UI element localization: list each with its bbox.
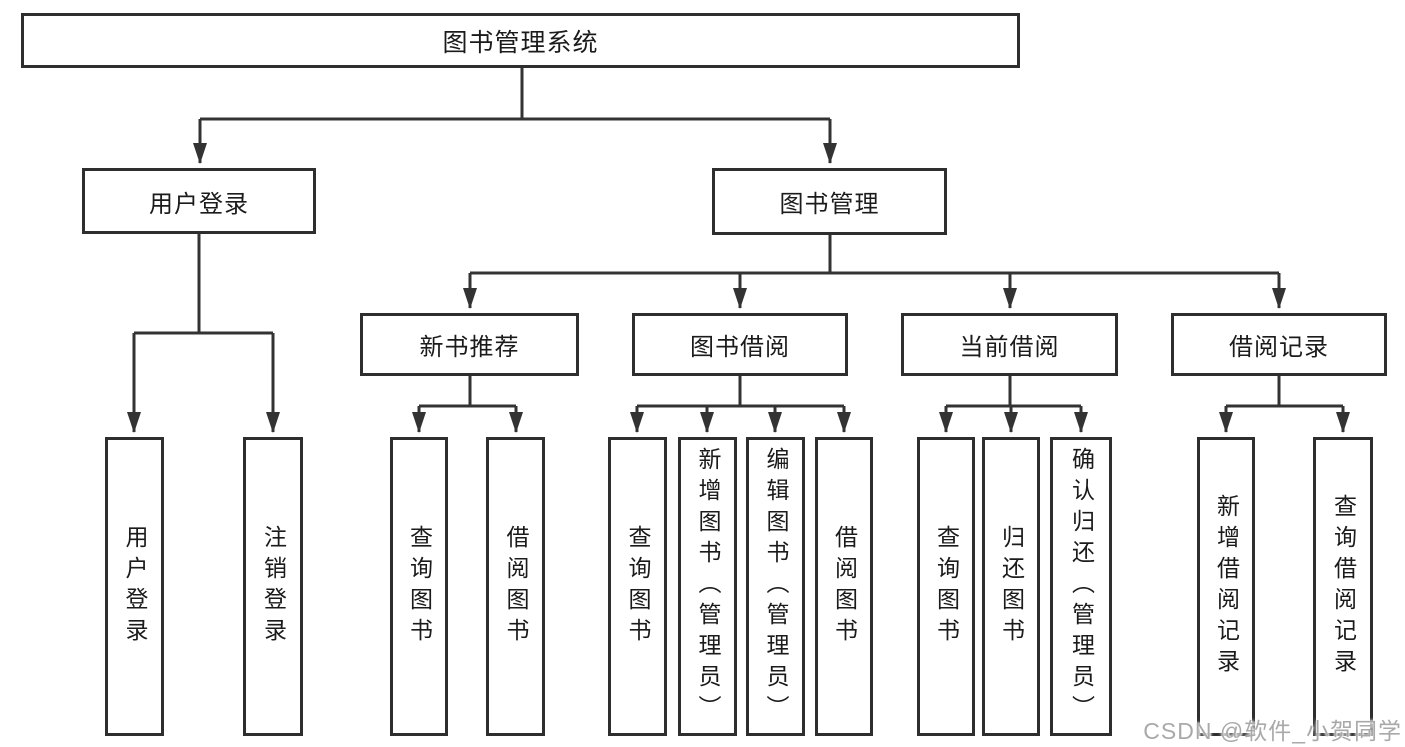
leaf-edit-book-admin: 编辑图书（管理员） [746, 437, 805, 736]
node-borrow-records: 借阅记录 [1171, 313, 1387, 376]
node-book-borrow: 图书借阅 [632, 313, 848, 376]
leaf-return-book: 归还图书 [982, 437, 1040, 736]
connector-root [200, 68, 830, 121]
connector-borrow-records [1226, 376, 1343, 408]
csdn-watermark: CSDN @软件_小贺同学 [1143, 718, 1402, 744]
leaf-confirm-return-admin: 确认归还（管理员） [1050, 437, 1112, 736]
leaf-logout: 注销登录 [243, 437, 303, 736]
leaf-user-login: 用户登录 [105, 437, 164, 736]
leaf-query-books-2: 查询图书 [608, 437, 667, 736]
leaf-borrow-books-1: 借阅图书 [486, 437, 545, 736]
connector-current-borrow [946, 376, 1081, 408]
connector-user-login [134, 234, 273, 335]
connector-new-book-recommend [419, 376, 516, 408]
node-root-library-system: 图书管理系统 [21, 13, 1020, 68]
connector-book-borrow [637, 376, 844, 408]
node-new-book-recommend: 新书推荐 [360, 313, 579, 376]
leaf-query-borrow-record: 查询借阅记录 [1313, 437, 1373, 736]
node-current-borrow: 当前借阅 [901, 313, 1118, 376]
node-book-management: 图书管理 [712, 168, 947, 235]
leaf-query-books-1: 查询图书 [390, 437, 448, 736]
connector-book-management [470, 235, 1279, 275]
leaf-borrow-books-2: 借阅图书 [815, 437, 873, 736]
node-user-login: 用户登录 [82, 168, 316, 234]
leaf-add-book-admin: 新增图书（管理员） [678, 437, 737, 736]
leaf-add-borrow-record: 新增借阅记录 [1197, 437, 1255, 736]
leaf-query-books-3: 查询图书 [917, 437, 975, 736]
